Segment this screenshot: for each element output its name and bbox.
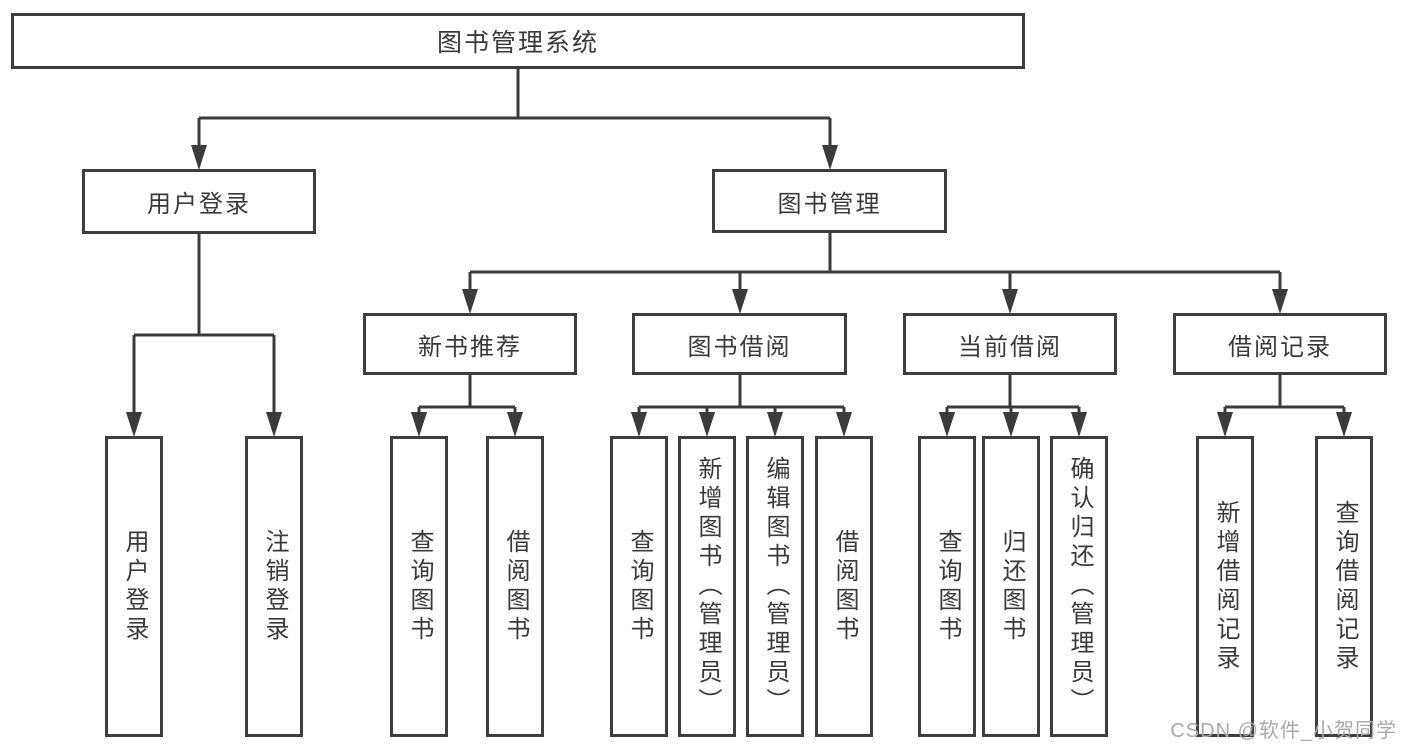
node-borrow-records: 借阅记录 <box>1173 313 1387 375</box>
connector-new-books-children <box>411 375 523 437</box>
connector-borrow-records-children <box>1217 375 1352 437</box>
node-new-books: 新书推荐 <box>363 313 577 375</box>
leaf-user-login: 用户登录 <box>105 436 163 737</box>
leaf-confirm-return-admin-label: 确认归还（管理员） <box>1066 456 1093 717</box>
leaf-add-borrow-record: 新增借阅记录 <box>1196 436 1254 737</box>
node-user-login: 用户登录 <box>82 169 316 234</box>
leaf-query-books-3: 查询图书 <box>918 436 976 737</box>
leaf-query-borrow-record-label: 查询借阅记录 <box>1331 499 1358 674</box>
leaf-query-books-1-label: 查询图书 <box>406 528 433 645</box>
leaf-return-books-label: 归还图书 <box>998 528 1025 645</box>
node-book-mgmt-label: 图书管理 <box>777 190 882 218</box>
node-book-borrow-label: 图书借阅 <box>687 333 792 361</box>
node-user-login-label: 用户登录 <box>147 191 251 218</box>
csdn-watermark: CSDN @软件_小贺同学 <box>1170 720 1397 742</box>
leaf-query-books-3-label: 查询图书 <box>934 528 961 645</box>
leaf-edit-books-admin: 编辑图书（管理员） <box>746 436 804 737</box>
node-current-borrow-label: 当前借阅 <box>958 333 1062 361</box>
leaf-borrow-books-2: 借阅图书 <box>815 436 873 737</box>
leaf-logout: 注销登录 <box>245 436 303 737</box>
node-book-mgmt: 图书管理 <box>712 169 947 233</box>
leaf-query-books-2-label: 查询图书 <box>626 528 653 645</box>
node-root: 图书管理系统 <box>11 13 1025 69</box>
leaf-query-books-1: 查询图书 <box>390 436 448 737</box>
leaf-return-books: 归还图书 <box>982 436 1040 737</box>
connector-root-to-level2 <box>191 69 838 170</box>
leaf-add-borrow-record-label: 新增借阅记录 <box>1212 499 1239 674</box>
leaf-query-borrow-record: 查询借阅记录 <box>1315 436 1373 737</box>
leaf-borrow-books-2-label: 借阅图书 <box>831 528 858 645</box>
leaf-add-books-admin: 新增图书（管理员） <box>678 436 736 737</box>
node-current-borrow: 当前借阅 <box>903 313 1117 375</box>
connector-book-borrow-children <box>631 375 852 437</box>
connector-current-borrow-children <box>939 375 1087 437</box>
leaf-edit-books-admin-label: 编辑图书（管理员） <box>762 456 789 717</box>
node-root-label: 图书管理系统 <box>436 29 599 57</box>
leaf-borrow-books-1-label: 借阅图书 <box>502 528 529 645</box>
leaf-logout-label: 注销登录 <box>261 528 288 645</box>
node-book-borrow: 图书借阅 <box>632 313 847 375</box>
leaf-confirm-return-admin: 确认归还（管理员） <box>1050 436 1108 737</box>
node-new-books-label: 新书推荐 <box>418 333 522 361</box>
node-borrow-records-label: 借阅记录 <box>1228 333 1332 361</box>
connector-user-login-children <box>126 234 282 437</box>
leaf-user-login-label: 用户登录 <box>121 528 148 645</box>
leaf-borrow-books-1: 借阅图书 <box>486 436 544 737</box>
leaf-query-books-2: 查询图书 <box>610 436 668 737</box>
connector-book-mgmt-to-level3 <box>462 233 1288 314</box>
leaf-add-books-admin-label: 新增图书（管理员） <box>694 456 721 717</box>
